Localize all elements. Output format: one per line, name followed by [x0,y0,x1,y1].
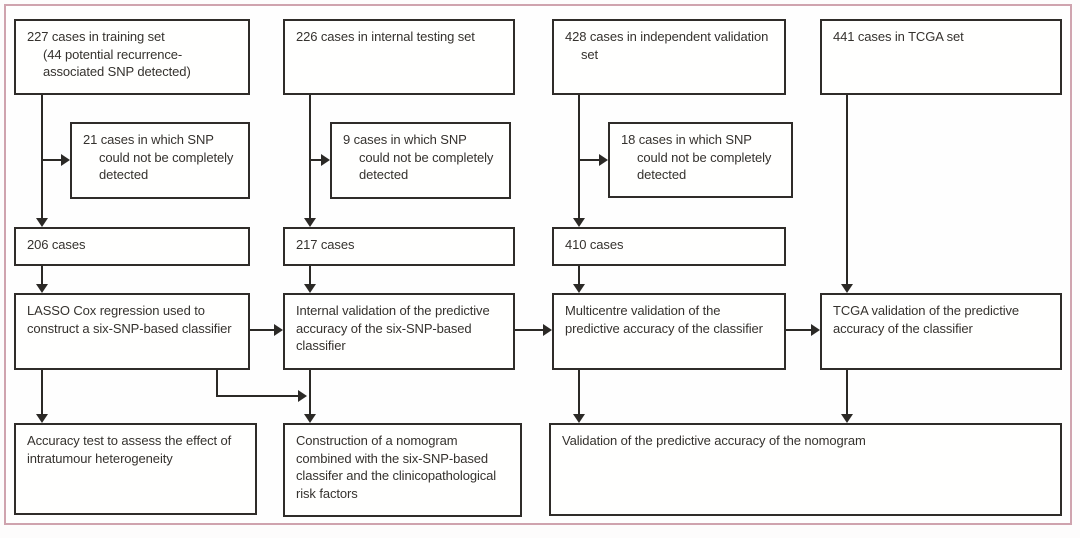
arrow-down-icon [36,218,48,227]
arrow-down-icon [36,414,48,423]
connector-line [41,159,62,161]
box-text-line: could not be completely [99,149,234,165]
arrow-down-icon [36,284,48,293]
box-text-line: 217 cases [296,237,355,252]
connector-line [216,395,298,397]
arrow-down-icon [573,284,585,293]
box-text-line: 9 cases in which SNP [343,132,467,147]
arrow-down-icon [304,218,316,227]
box-text-line: combined with the six-SNP-based [296,450,488,466]
arrow-right-icon [274,324,283,336]
box-tcga-set: 441 cases in TCGA set [820,19,1062,95]
box-internal-testing-set: 226 cases in internal testing set [283,19,515,95]
arrow-down-icon [304,414,316,423]
box-text-line: Multicentre validation of the [565,303,721,318]
box-internal-validation: Internal validation of the predictive ac… [283,293,515,370]
arrow-down-icon [841,414,853,423]
box-lasso-classifier: LASSO Cox regression used to construct a… [14,293,250,370]
arrow-right-icon [543,324,552,336]
box-text-line: detected [359,167,409,182]
box-text-line: could not be completely [359,149,494,165]
box-text-line: TCGA validation of the predictive [833,303,1020,318]
connector-line [309,95,311,219]
box-text-line: 226 cases in internal testing set [296,29,475,44]
connector-line [41,95,43,219]
box-text-line: classifier [296,338,346,353]
box-text-line: 441 cases in TCGA set [833,29,964,44]
box-text-line: LASSO Cox regression used to [27,303,205,318]
box-text-line: predictive accuracy of the classifier [565,320,763,336]
connector-line [846,370,848,415]
box-text-line: risk factors [296,485,358,501]
arrow-right-icon [599,154,608,166]
box-text-line: accuracy of the classifier [833,320,973,336]
box-validation-remaining: 410 cases [552,227,786,266]
box-training-remaining: 206 cases [14,227,250,266]
arrow-right-icon [61,154,70,166]
box-text-line: set [581,46,599,62]
box-tcga-validation: TCGA validation of the predictive accura… [820,293,1062,370]
box-text-line: Construction of a nomogram [296,433,458,448]
box-text-line: 206 cases [27,237,86,252]
arrow-right-icon [811,324,820,336]
connector-line [515,329,543,331]
arrow-right-icon [321,154,330,166]
box-text-line: 410 cases [565,237,624,252]
box-nomogram-construction: Construction of a nomogram combined with… [283,423,522,517]
box-text-line: could not be completely [637,149,772,165]
connector-line [846,95,848,285]
connector-line [309,370,311,415]
box-text-line: Accuracy test to assess the effect of [27,433,232,448]
box-text-line: Internal validation of the predictive [296,303,490,318]
connector-line [578,370,580,415]
box-text-line: Validation of the predictive accuracy of… [562,433,866,448]
arrow-down-icon [841,284,853,293]
box-text-line: associated SNP detected) [43,64,191,79]
box-text-line: intratumour heterogeneity [27,450,173,466]
box-testing-remaining: 217 cases [283,227,515,266]
box-text-line: construct a six-SNP-based classifier [27,320,232,336]
box-text-line: detected [637,167,687,182]
connector-line [309,159,322,161]
connector-line [578,95,580,219]
box-text-line: 21 cases in which SNP [83,132,214,147]
box-text-line: classifer and the clinicopathological [296,468,497,483]
box-excluded-validation: 18 cases in which SNP could not be compl… [608,122,793,198]
box-text-line: detected [99,167,149,182]
connector-line [309,266,311,285]
connector-line [578,266,580,285]
arrow-right-icon [298,390,307,402]
box-excluded-testing: 9 cases in which SNP could not be comple… [330,122,511,199]
connector-line [578,159,599,161]
connector-line [250,329,274,331]
box-text-line: 428 cases in independent validation [565,29,769,44]
box-text-line: accuracy of the six-SNP-based [296,320,472,336]
connector-line [786,329,811,331]
connector-line [216,370,218,397]
arrow-down-icon [573,218,585,227]
box-text-line: (44 potential recurrence- [43,46,183,62]
box-multicentre-validation: Multicentre validation of the predictive… [552,293,786,370]
connector-line [41,370,43,415]
box-text-line: 18 cases in which SNP [621,132,752,147]
box-text-line: 227 cases in training set [27,29,165,44]
connector-line [41,266,43,285]
box-accuracy-test: Accuracy test to assess the effect of in… [14,423,257,515]
arrow-down-icon [304,284,316,293]
box-excluded-training: 21 cases in which SNP could not be compl… [70,122,250,199]
box-nomogram-validation: Validation of the predictive accuracy of… [549,423,1062,516]
box-training-set: 227 cases in training set (44 potential … [14,19,250,95]
arrow-down-icon [573,414,585,423]
box-independent-validation-set: 428 cases in independent validation set [552,19,786,95]
